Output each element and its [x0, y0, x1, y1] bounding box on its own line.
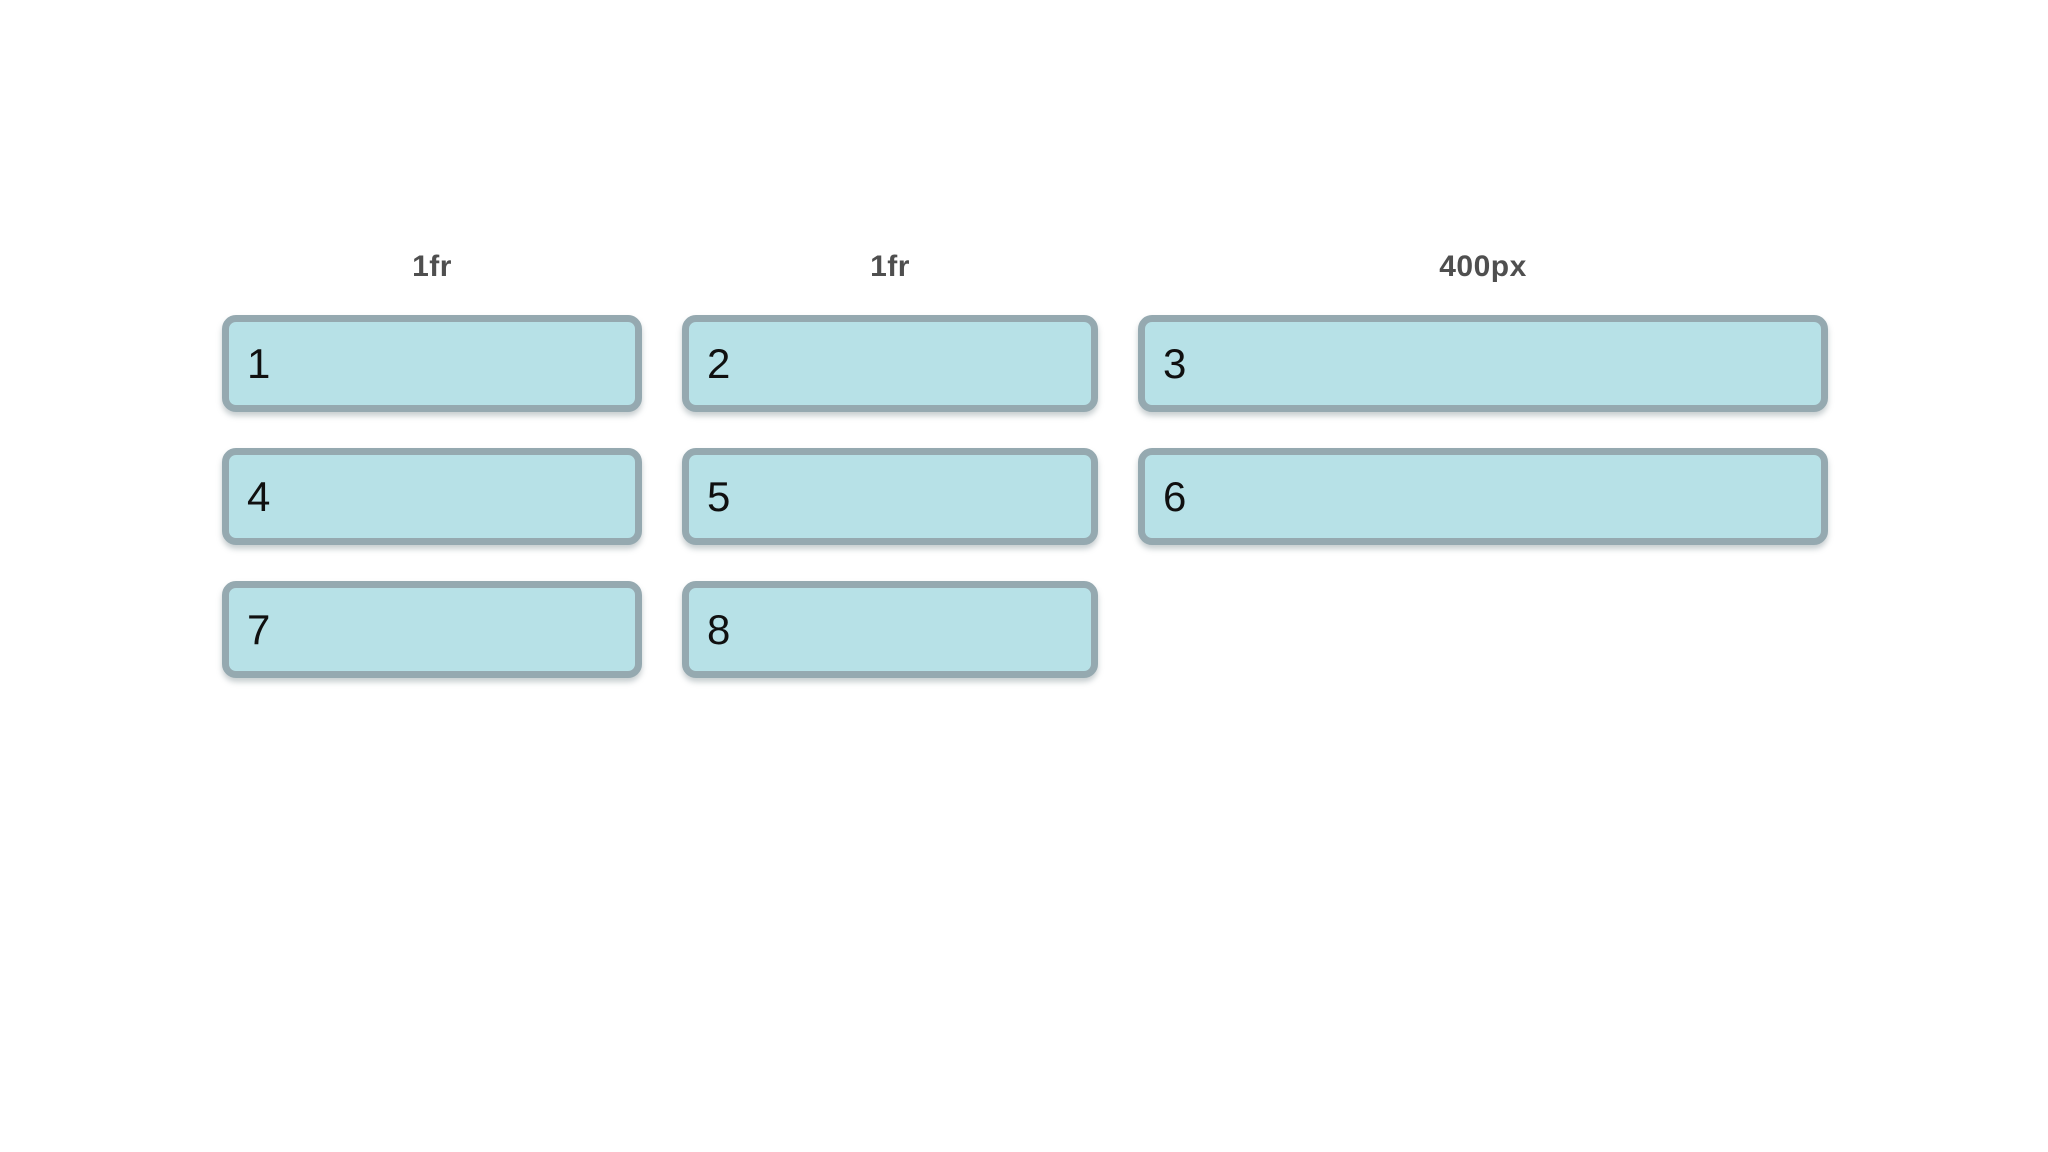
grid-item-1: 1	[222, 315, 642, 412]
column-header-1: 1fr	[412, 250, 452, 283]
grid-item-8-label: 8	[707, 605, 731, 653]
column-header-3: 400px	[1439, 250, 1527, 283]
grid-item-7-label: 7	[247, 605, 271, 653]
grid-item-5-label: 5	[707, 472, 731, 520]
css-grid-demo: 1fr 1fr 400px 1 2 3 4 5 6 7 8	[222, 247, 1828, 678]
grid-item-5: 5	[682, 448, 1098, 545]
grid-item-2: 2	[682, 315, 1098, 412]
grid-item-3: 3	[1138, 315, 1828, 412]
grid-item-6-label: 6	[1163, 472, 1187, 520]
grid-item-2-label: 2	[707, 339, 731, 387]
grid-items-container: 1 2 3 4 5 6 7 8	[222, 315, 1828, 678]
column-header-2: 1fr	[870, 250, 910, 283]
grid-item-3-label: 3	[1163, 339, 1187, 387]
grid-item-6: 6	[1138, 448, 1828, 545]
grid-item-7: 7	[222, 581, 642, 678]
grid-item-4-label: 4	[247, 472, 271, 520]
grid-item-4: 4	[222, 448, 642, 545]
grid-item-1-label: 1	[247, 339, 271, 387]
column-headers-row: 1fr 1fr 400px	[222, 247, 1828, 287]
grid-item-8: 8	[682, 581, 1098, 678]
